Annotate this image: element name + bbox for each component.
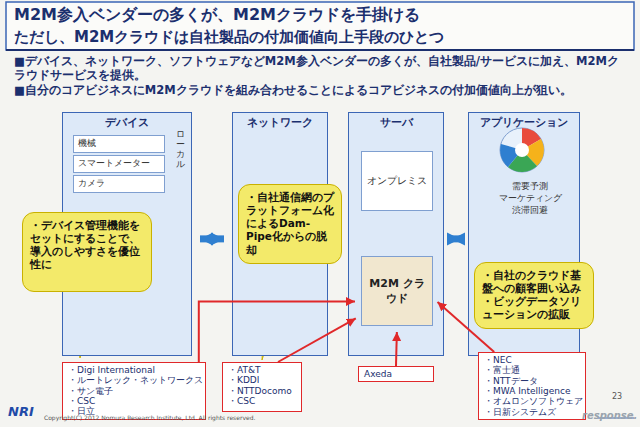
slide-title: M2M参入ベンダーの多くが、M2Mクラウドを手掛ける: [14, 5, 420, 26]
node-text: スマートメーター: [78, 158, 160, 170]
node-text: 機械: [78, 138, 160, 150]
node-text: ・NTTデータ: [484, 376, 580, 386]
node-text: ・自社通信網のプラットフォーム化によるDam-Pipe化からの脱却: [246, 191, 334, 257]
bullet-text: ■自分のコアビジネスにM2Mクラウドを組み合わせることによるコアビジネスの付加価…: [14, 83, 626, 97]
node-text: アプリケーション: [472, 115, 576, 130]
text-holder: M2M クラウド: [366, 276, 428, 306]
node-text: ・ルートレック・ネットワークス: [68, 375, 200, 385]
vendor-box: ・Digi International・ルートレック・ネットワークス・サン電子・…: [62, 362, 206, 420]
double-arrow: [200, 235, 224, 242]
server-box: オンプレミス: [361, 151, 433, 211]
arrow-connector: [278, 318, 356, 362]
callout-box: ・自社通信網のプラットフォーム化によるDam-Pipe化からの脱却: [238, 184, 342, 264]
title-frame: [6, 2, 634, 50]
device-item: 機械: [73, 135, 165, 153]
node-text: Axeda: [364, 369, 428, 379]
node-text: ・Digi International: [68, 365, 200, 375]
watermark: response.: [582, 410, 637, 421]
vendor-box: ・AT&T・KDDI・NTTDocomo・CSC: [222, 362, 302, 412]
app-item: 渋滞回避: [482, 204, 578, 217]
app-item: 需要予測: [482, 180, 578, 193]
title-rule: [6, 49, 634, 51]
node-text: ・オムロンソフトウェア: [484, 396, 580, 406]
node-text: ネットワーク: [236, 115, 324, 130]
bullet-text: ■デバイス、ネットワーク、ソフトウェアなどM2M参入ベンダーの多くが、自社製品/…: [14, 54, 626, 83]
application-icon: [500, 128, 544, 172]
subtitle: ただし、M2Mクラウドは自社製品の付加価値向上手段のひとつ: [14, 28, 626, 47]
node-text: ・AT&T: [228, 365, 296, 375]
vendor-box: Axeda: [358, 366, 434, 382]
node-text: デバイス: [66, 115, 188, 130]
vertical-label: ローカル: [176, 130, 185, 170]
node-text: ・NTTDocomo: [228, 386, 296, 396]
arrow-connector: [395, 332, 398, 366]
node-text: ・CSC: [68, 396, 200, 406]
node-text: ・日立: [68, 406, 200, 416]
callout-box: ・自社のクラウド基盤への顧客囲い込み・ビッグデータソリューションの拡販: [474, 262, 594, 329]
node-text: ・ビッグデータソリューションの拡販: [482, 295, 586, 321]
cloud-box: M2M クラウド: [361, 256, 433, 326]
arrow-connector: [437, 302, 494, 352]
logo-text: NRI: [8, 404, 34, 419]
node-text: ・NEC: [484, 355, 580, 365]
page-number: 23: [612, 392, 622, 401]
node-text: サーバ: [352, 115, 440, 130]
vendor-box: ・NEC・富士通・NTTデータ・MWA Intelligence・オムロンソフト…: [478, 352, 586, 420]
double-arrow: [452, 235, 460, 242]
arrow-connector: [199, 302, 355, 363]
callout-box: ・デバイス管理機能をセットにすることで、導入のしやすさを優位性に: [22, 212, 152, 292]
node-text: ・富士通: [484, 365, 580, 375]
text-holder: オンプレミス: [367, 174, 427, 188]
node-text: ・日新システムズ: [484, 407, 580, 417]
node-text: カメラ: [78, 178, 160, 190]
node-text: M2M クラウド: [366, 276, 428, 306]
app-item: マーケティング: [482, 192, 578, 205]
node-text: ・CSC: [228, 396, 296, 406]
device-item: スマートメーター: [73, 155, 165, 173]
node-text: ・KDDI: [228, 375, 296, 385]
node-text: オンプレミス: [367, 174, 427, 188]
column-box: サーバオンプレミス M2M クラウド: [348, 112, 444, 356]
node-text: ・自社のクラウド基盤への顧客囲い込み: [482, 269, 586, 295]
node-text: ・サン電子: [68, 386, 200, 396]
node-text: ・MWA Intelligence: [484, 386, 580, 396]
node-text: ・デバイス管理機能をセットにすることで、導入のしやすさを優位性に: [30, 219, 144, 272]
device-item: カメラ: [73, 175, 165, 193]
